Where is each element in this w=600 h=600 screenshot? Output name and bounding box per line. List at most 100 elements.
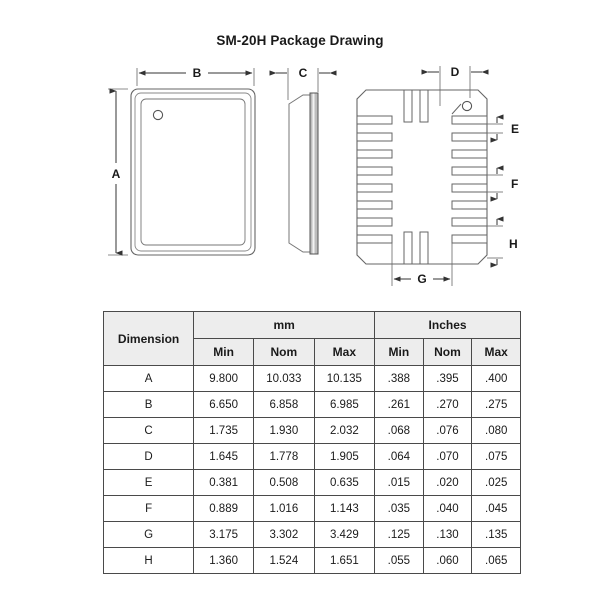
cell-dimension: D [102, 443, 195, 470]
cell-mm-min: 0.381 [193, 469, 255, 496]
cell-in-nom: .020 [422, 469, 473, 496]
header-unit-mm: mm [193, 311, 376, 339]
cell-in-nom: .076 [422, 417, 473, 444]
cell-in-max: .045 [471, 495, 521, 522]
table-row: A 9.800 10.033 10.135 .388 .395 .400 [102, 365, 521, 392]
cell-mm-min: 0.889 [193, 495, 255, 522]
pad-column-left [356, 115, 393, 244]
table-row: H 1.360 1.524 1.651 .055 .060 .065 [102, 547, 521, 574]
cell-in-max: .275 [471, 391, 521, 418]
header-unit-inches: Inches [374, 311, 521, 339]
dimensions-table: Dimension mm Inches Min Nom Max Min Nom … [102, 311, 521, 574]
cell-mm-max: 2.032 [313, 417, 376, 444]
dimension-C: C [269, 66, 337, 100]
table-row: B 6.650 6.858 6.985 .261 .270 .275 [102, 391, 521, 418]
dimension-label-A: A [112, 167, 121, 181]
cell-mm-max: 0.635 [313, 469, 376, 496]
cell-mm-nom: 1.778 [253, 443, 315, 470]
top-view: B A [108, 66, 256, 256]
page-title: SM-20H Package Drawing [216, 33, 384, 48]
header-mm-min: Min [193, 338, 255, 366]
cell-in-min: .015 [374, 469, 424, 496]
cell-mm-nom: 10.033 [253, 365, 315, 392]
cell-in-max: .080 [471, 417, 521, 444]
header-in-min: Min [374, 338, 424, 366]
dimension-label-D: D [451, 65, 460, 79]
cell-dimension: F [102, 495, 195, 522]
table-header: Dimension mm Inches Min Nom Max Min Nom … [102, 311, 521, 366]
cell-in-nom: .130 [422, 521, 473, 548]
cell-in-min: .388 [374, 365, 424, 392]
cell-in-nom: .040 [422, 495, 473, 522]
table-header-row-units: Dimension mm Inches [102, 311, 521, 366]
cell-mm-min: 1.645 [193, 443, 255, 470]
cell-mm-nom: 6.858 [253, 391, 315, 418]
cell-dimension: A [102, 365, 195, 392]
cell-in-min: .261 [374, 391, 424, 418]
cell-in-nom: .395 [422, 365, 473, 392]
cell-in-max: .075 [471, 443, 521, 470]
cell-mm-max: 1.651 [313, 547, 376, 574]
cell-mm-max: 6.985 [313, 391, 376, 418]
cell-in-min: .064 [374, 443, 424, 470]
table-header-row-subheaders: Min Nom Max Min Nom Max [104, 338, 521, 366]
cell-mm-min: 1.360 [193, 547, 255, 574]
pin-one-marker-icon [152, 109, 164, 121]
header-in-max: Max [471, 338, 521, 366]
dimension-H: H [487, 216, 518, 268]
bottom-view: D E F [356, 65, 519, 286]
cell-mm-max: 10.135 [313, 365, 376, 392]
dimension-A: A [108, 88, 128, 256]
cell-mm-nom: 0.508 [253, 469, 315, 496]
header-mm-nom: Nom [253, 338, 315, 366]
cell-mm-nom: 1.930 [253, 417, 315, 444]
dimension-label-F: F [511, 177, 518, 191]
cell-in-max: .065 [471, 547, 521, 574]
cell-dimension: H [102, 547, 195, 574]
pad-column-right [451, 115, 488, 244]
table-row: C 1.735 1.930 2.032 .068 .076 .080 [102, 417, 521, 444]
cell-in-max: .135 [471, 521, 521, 548]
table-row: D 1.645 1.778 1.905 .064 .070 .075 [102, 443, 521, 470]
cell-mm-nom: 1.524 [253, 547, 315, 574]
cell-in-min: .055 [374, 547, 424, 574]
dimension-B: B [136, 66, 255, 86]
dimension-G: G [391, 243, 453, 286]
cell-mm-nom: 3.302 [253, 521, 315, 548]
cell-in-nom: .270 [422, 391, 473, 418]
cell-mm-nom: 1.016 [253, 495, 315, 522]
cell-mm-max: 1.143 [313, 495, 376, 522]
cell-mm-min: 6.650 [193, 391, 255, 418]
cell-mm-min: 1.735 [193, 417, 255, 444]
dimension-E: E [487, 114, 519, 143]
table-body: A 9.800 10.033 10.135 .388 .395 .400 B 6… [102, 365, 521, 574]
cell-mm-min: 3.175 [193, 521, 255, 548]
top-view-cavity-outline [140, 98, 246, 246]
cell-in-nom: .070 [422, 443, 473, 470]
dimension-label-B: B [193, 66, 202, 80]
package-drawing-figure: B A C [108, 65, 519, 286]
header-in-nom: Nom [422, 338, 473, 366]
header-dimension: Dimension [102, 311, 195, 366]
dimension-label-C: C [299, 66, 308, 80]
cell-in-min: .068 [374, 417, 424, 444]
cell-mm-min: 9.800 [193, 365, 255, 392]
cell-dimension: G [102, 521, 195, 548]
dimension-D: D [421, 65, 489, 106]
pad-group-bottom-center [403, 231, 429, 265]
dimension-label-E: E [511, 122, 519, 136]
cell-in-min: .125 [374, 521, 424, 548]
cell-in-max: .400 [471, 365, 521, 392]
header-mm-max: Max [313, 338, 376, 366]
cell-in-nom: .060 [422, 547, 473, 574]
cell-dimension: B [102, 391, 195, 418]
side-view: C [269, 66, 337, 255]
cell-mm-max: 3.429 [313, 521, 376, 548]
bottom-view-pin-one-marker-icon [461, 100, 473, 112]
table-row: E 0.381 0.508 0.635 .015 .020 .025 [102, 469, 521, 496]
dimension-label-H: H [509, 237, 518, 251]
table-row: G 3.175 3.302 3.429 .125 .130 .135 [102, 521, 521, 548]
dimension-F: F [487, 165, 518, 202]
table-row: F 0.889 1.016 1.143 .035 .040 .045 [102, 495, 521, 522]
